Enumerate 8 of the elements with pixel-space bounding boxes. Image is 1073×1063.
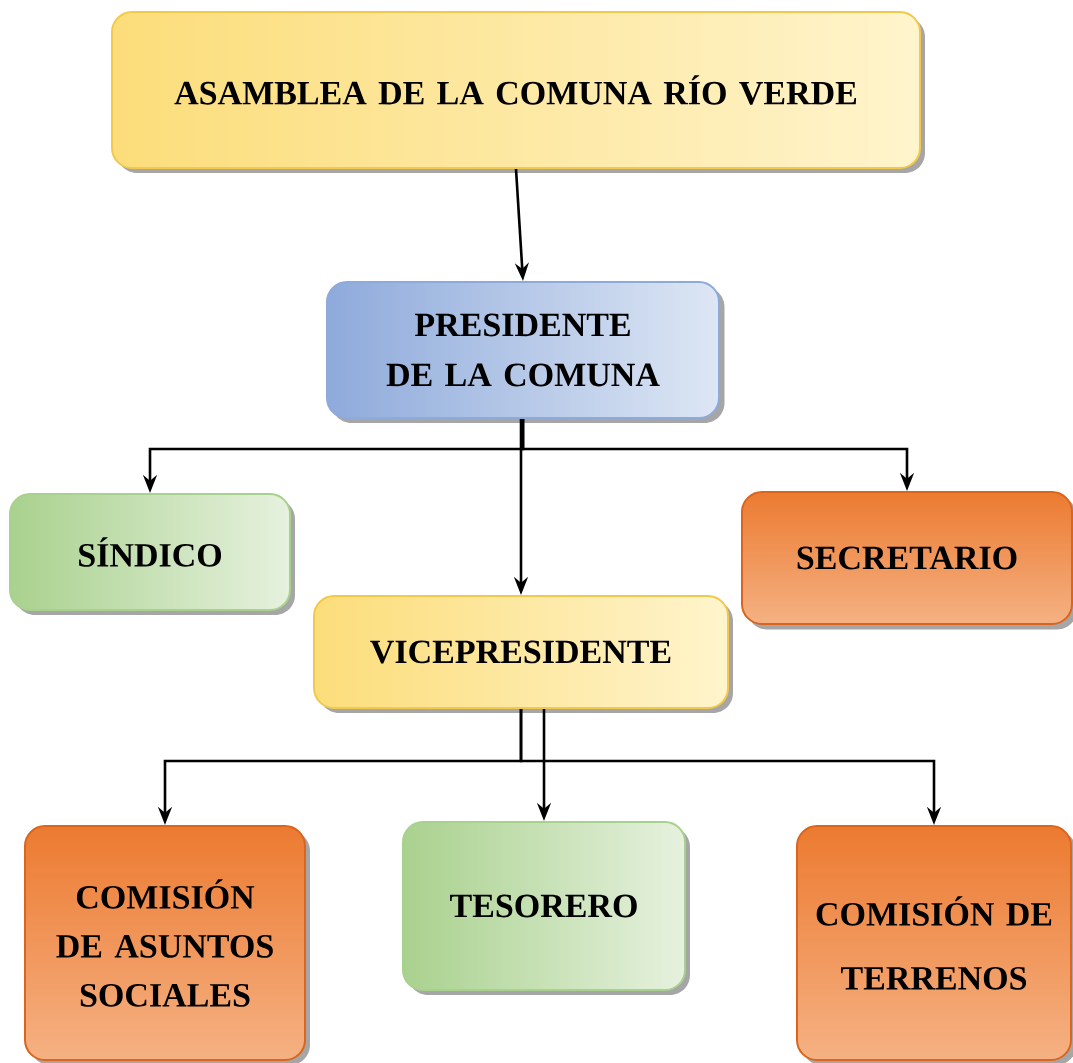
org-box: TESORERO bbox=[402, 821, 690, 995]
org-box: PRESIDENTE DE LA COMUNA bbox=[326, 281, 725, 423]
org-box: SECRETARIO bbox=[741, 491, 1073, 630]
org-box: COMISIÓN DE ASUNTOS SOCIALES bbox=[24, 825, 310, 1063]
org-box: VICEPRESIDENTE bbox=[313, 595, 733, 713]
org-box: ASAMBLEA DE LA COMUNA RÍO VERDE bbox=[111, 11, 925, 173]
org-box: COMISIÓN DE TERRENOS bbox=[796, 825, 1073, 1063]
org-box: SÍNDICO bbox=[9, 493, 295, 615]
